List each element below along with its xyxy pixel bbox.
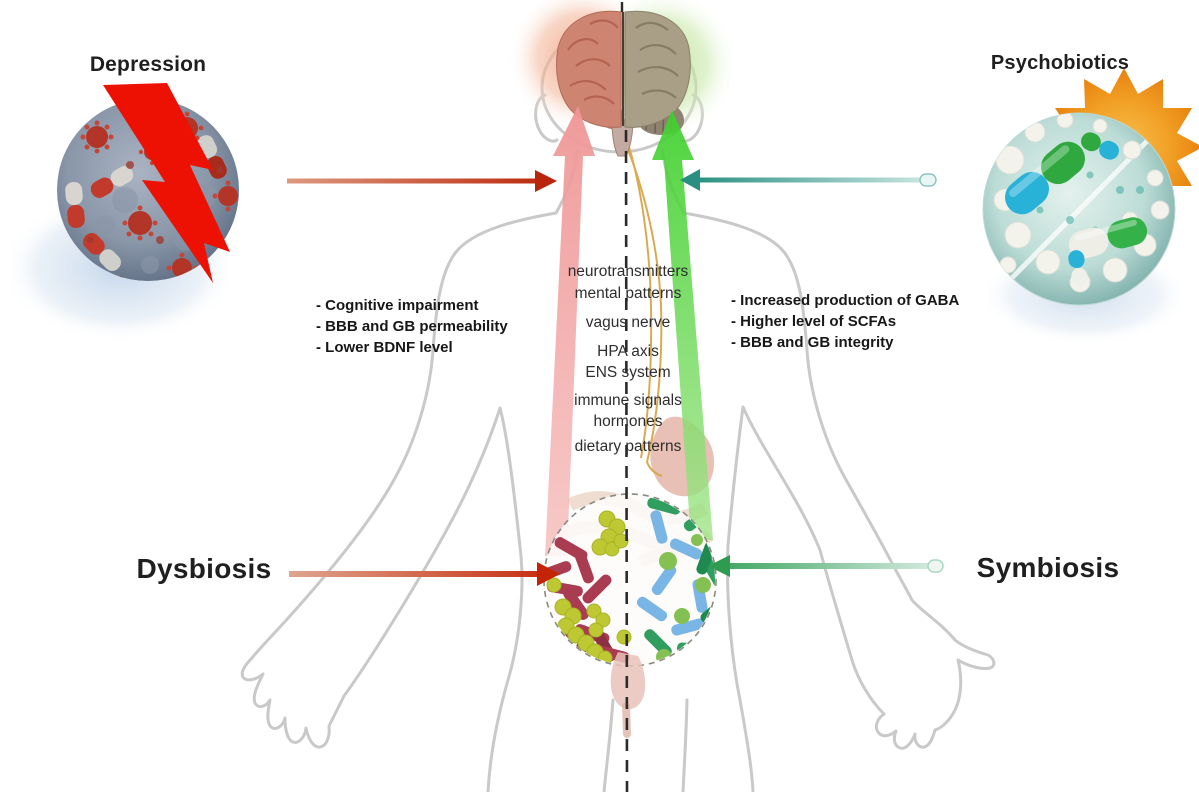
psychobiotics-effect-item: - BBB and GB integrity	[731, 334, 894, 351]
depression-effects-list: - Cognitive impairment - BBB and GB perm…	[316, 295, 508, 358]
depression-effect-item: - Cognitive impairment	[316, 297, 479, 314]
probiotic-capsules	[1005, 132, 1148, 286]
dysbiosis-label: Dysbiosis	[136, 553, 272, 584]
ascending-pink-arrow	[545, 106, 595, 556]
pathway-item: HPA axis	[597, 343, 659, 360]
depression-effect-item: - Lower BDNF level	[316, 339, 453, 356]
depression-label: Depression	[89, 53, 207, 76]
dysbiosis-arrow	[289, 562, 560, 586]
left-arm-outline	[240, 211, 558, 792]
pathway-item: hormones	[593, 413, 663, 430]
brain-illustration	[556, 10, 691, 157]
right-leg-outline	[681, 698, 689, 792]
psychobiotics-label: Psychobiotics	[990, 52, 1130, 74]
pathway-item: neurotransmitters	[567, 263, 689, 280]
psychobiotics-effect-item: - Higher level of SCFAs	[731, 313, 897, 330]
pathway-item: mental patterns	[574, 285, 682, 302]
psychobiotics-effect-item: - Increased production of GABA	[731, 292, 960, 309]
dysbiosis-cocci	[546, 510, 632, 665]
lightning-bolt-icon	[103, 83, 230, 283]
midline-dashed	[620, 2, 629, 792]
psychobiotics-arrow	[680, 169, 937, 191]
right-hemisphere	[624, 10, 691, 128]
pathway-item: vagus nerve	[585, 314, 671, 331]
depression-effect-item: - BBB and GB permeability	[316, 318, 508, 335]
pathway-item: immune signals	[574, 392, 682, 409]
gut-brain-pathways-list: neurotransmitters mental patterns vagus …	[528, 261, 728, 457]
right-arm-outline	[682, 211, 996, 792]
symbiosis-label: Symbiosis	[976, 552, 1120, 583]
ascending-green-arrow	[652, 110, 713, 540]
psychobiotics-effects-list: - Increased production of GABA - Higher …	[731, 290, 959, 353]
pathway-item: dietary patterns	[574, 438, 682, 455]
psychobiotics-microbes-image	[982, 112, 1176, 306]
pathway-item: ENS system	[585, 364, 671, 381]
depression-arrow	[287, 170, 557, 192]
vagus-nerve-line	[621, 135, 663, 477]
symbiosis-arrow	[708, 555, 944, 577]
left-leg-outline	[602, 698, 615, 792]
